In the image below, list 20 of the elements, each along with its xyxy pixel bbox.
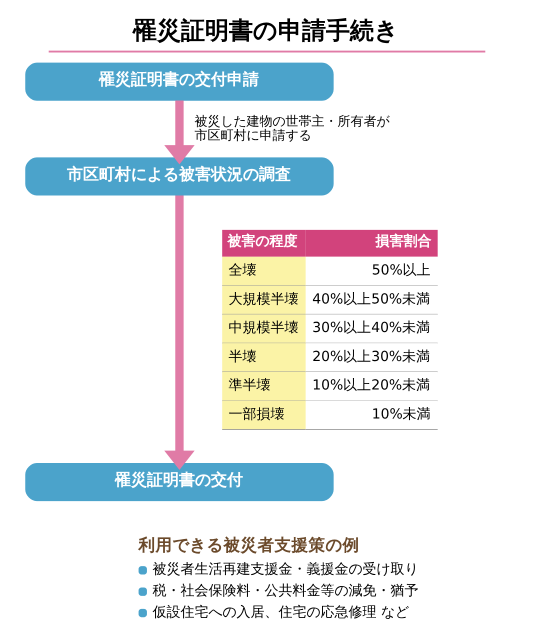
label: 被害の程度	[228, 234, 298, 250]
label: 税・社会保険料・公共料金等の減免・猶予	[152, 582, 419, 599]
label: 40%以上50%未満	[312, 291, 430, 308]
label: 中規模半壊	[228, 320, 299, 336]
label: 準半壊	[228, 378, 271, 394]
label: 全壊	[228, 262, 257, 278]
label: 大規模半壊	[228, 291, 299, 308]
label: 10%未満	[372, 406, 431, 422]
label: 半壊	[228, 348, 257, 365]
edge-label: 被災した建物の世帯主・所有者が市区町村に申請する	[194, 114, 390, 144]
label: 一部損壊	[228, 406, 285, 422]
label: 利用できる被災者支援策の例	[138, 534, 360, 555]
diagram-title: 罹災証明書の申請手続き	[132, 16, 399, 44]
label: 30%以上40%未満	[312, 320, 430, 336]
label: 損害割合	[375, 234, 432, 250]
label: 10%以上20%未満	[312, 378, 430, 394]
label: 仮設住宅への入居、住宅の応急修理 など	[152, 604, 409, 620]
label: 被災者生活再建支援金・義援金の受け取り	[152, 562, 419, 578]
label: 50%以上	[372, 262, 431, 278]
label: 20%以上30%未満	[312, 348, 430, 365]
